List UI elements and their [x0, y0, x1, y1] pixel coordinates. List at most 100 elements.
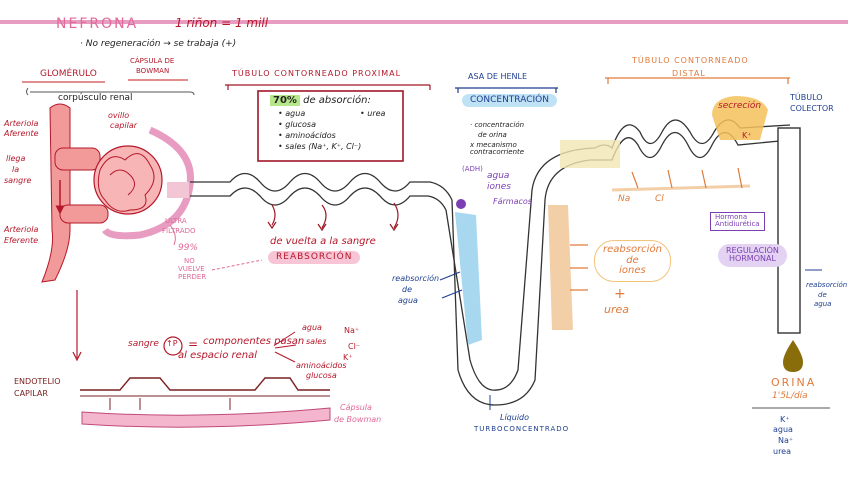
cap-list-agua: agua: [302, 323, 322, 332]
tcp-item-1: • glucosa: [278, 120, 316, 129]
tcp-reabsorcion: REABSORCIÓN: [268, 251, 361, 265]
bowman-membrane: [81, 407, 331, 428]
henle-reabs-agua-1: reabsorción: [392, 274, 440, 283]
header-colector-1: TÚBULO: [790, 93, 823, 102]
cap-text-2: al espacio renal: [178, 350, 258, 361]
orina-item-3: urea: [773, 447, 792, 456]
henle-bracket: [455, 87, 558, 93]
endothelium-line: [80, 377, 330, 391]
orina-volume: 1'5L/día: [772, 391, 808, 401]
orina-label: ORINA: [771, 376, 817, 389]
afferent-branch: [54, 147, 101, 171]
tcp-vuelta: de vuelta a la sangre: [270, 236, 376, 247]
distal-secrecion: secreción: [718, 101, 762, 111]
uf-arrow: [169, 224, 176, 246]
tcp-percent: 70%: [270, 95, 300, 106]
cap-capsula-1: Cápsula: [340, 403, 372, 412]
label-aferente-1: Arteriola: [4, 119, 39, 128]
header-tcd-2: DISTAL: [672, 69, 706, 78]
filtrate-arrow: [211, 259, 263, 271]
title-left: NEFRONA: [56, 16, 139, 32]
secretion-blob: [712, 96, 768, 140]
proximal-tubule-top: [190, 172, 453, 201]
tcp-item-0: • agua: [278, 109, 306, 118]
henle-note-0: · concentración: [470, 121, 525, 129]
henle-adh: (ADH): [462, 165, 483, 173]
distal-hormona: Hormona Antidiurética: [710, 212, 765, 231]
macula-densa-fill: [560, 140, 620, 168]
distal-reabs-1: reabsorción: [806, 281, 848, 289]
distal-cl: Cl: [655, 194, 664, 204]
cap-list-amino: aminoácidos: [296, 361, 347, 370]
orina-item-2: Na⁺: [778, 436, 794, 445]
ion-arrows: [570, 244, 588, 291]
tcp-item-2: • aminoácidos: [278, 131, 336, 140]
label-vuelve-3: PERDER: [178, 273, 207, 281]
distal-reabs-3: agua: [814, 300, 832, 308]
henle-agua: agua: [487, 171, 510, 181]
components-arrows: [274, 331, 297, 363]
cap-endotelio-2: CAPILAR: [14, 389, 48, 398]
distal-regulacion: REGULACIÓN HORMONAL: [718, 244, 787, 267]
cap-list-na: Na⁺: [344, 326, 360, 335]
na-cl-band: [611, 184, 751, 192]
cap-text-1: componentes pasan: [203, 336, 305, 347]
label-ovillo-2: capilar: [110, 121, 138, 130]
corpusculo-bracket: [26, 87, 195, 96]
cap-capsula-2: de Bowman: [334, 415, 382, 424]
header-colector-2: COLECTOR: [790, 104, 834, 113]
tcp-text: de absorción:: [303, 95, 371, 106]
henle-iones: iones: [487, 182, 511, 192]
urine-drop-icon: [783, 340, 803, 372]
filtrate-dots: [167, 182, 189, 198]
henle-outer: [451, 159, 591, 406]
capillary-loops: [97, 153, 155, 212]
tcd-bracket: [605, 77, 790, 84]
cap-eq: =: [188, 337, 199, 351]
descending-limb-fill: [455, 212, 482, 345]
tcp-item-3: • sales (Na⁺, K⁺, Cl⁻): [278, 142, 362, 151]
distal-top: [590, 131, 791, 161]
tcp-bracket: [225, 84, 431, 90]
header-tcd-1: TÚBULO CONTORNEADO: [632, 56, 749, 65]
henle-reabs-iones: reabsorción de iones: [594, 240, 671, 282]
reabs-arrowheads: [267, 221, 399, 232]
distal-na: Na: [618, 194, 631, 204]
tcp-extra: • urea: [360, 109, 386, 118]
henle-concentracion: CONCENTRACIÓN: [462, 94, 557, 108]
label-llega-3: sangre: [4, 176, 32, 185]
artery-body: [41, 103, 71, 283]
header-capsula-1: CÁPSULA DE: [130, 57, 175, 65]
drug-marker: [456, 199, 466, 209]
henle-reabs-agua-2: de: [402, 285, 412, 294]
henle-urea: urea: [604, 303, 630, 316]
header-tcp: TÚBULO CONTORNEADO PROXIMAL: [232, 69, 402, 78]
subtitle: · No regeneración → se trabaja (+): [80, 39, 237, 49]
water-arrows: [439, 271, 463, 299]
henle-inner: [445, 147, 596, 391]
pressure-circle: [163, 336, 183, 356]
collecting-duct: [777, 127, 801, 334]
header-underline-glomerulo: [22, 79, 188, 83]
label-ovillo-1: ovillo: [108, 111, 130, 120]
distal-reabs-2: de: [818, 291, 827, 299]
label-aferente-2: Aferente: [4, 129, 39, 138]
label-99: 99%: [178, 243, 199, 253]
efferent-branch: [59, 204, 109, 224]
label-ultra-2: FILTRADO: [162, 227, 196, 235]
label-vuelve-2: VUELVE: [178, 265, 205, 273]
label-llega-1: llega: [6, 154, 26, 163]
distal-k: K⁺: [742, 131, 752, 140]
henle-note-1: de orina: [478, 131, 507, 139]
henle-reabs-agua-3: agua: [398, 296, 418, 305]
ascending-limb-fill: [548, 205, 573, 330]
cap-list-sales: sales: [306, 337, 327, 346]
tcp-percent-wrap: 70% de absorción:: [270, 95, 371, 107]
orina-item-0: K⁺: [780, 415, 790, 424]
henle-liquido-1: Líquido: [500, 413, 530, 422]
header-asa: ASA DE HENLE: [468, 72, 528, 81]
henle-farmacos: Fármacos: [493, 197, 532, 206]
cap-list-glucosa: glucosa: [306, 371, 337, 380]
capillary-tuft: [93, 145, 163, 215]
proximal-tubule-bottom: [190, 187, 447, 211]
